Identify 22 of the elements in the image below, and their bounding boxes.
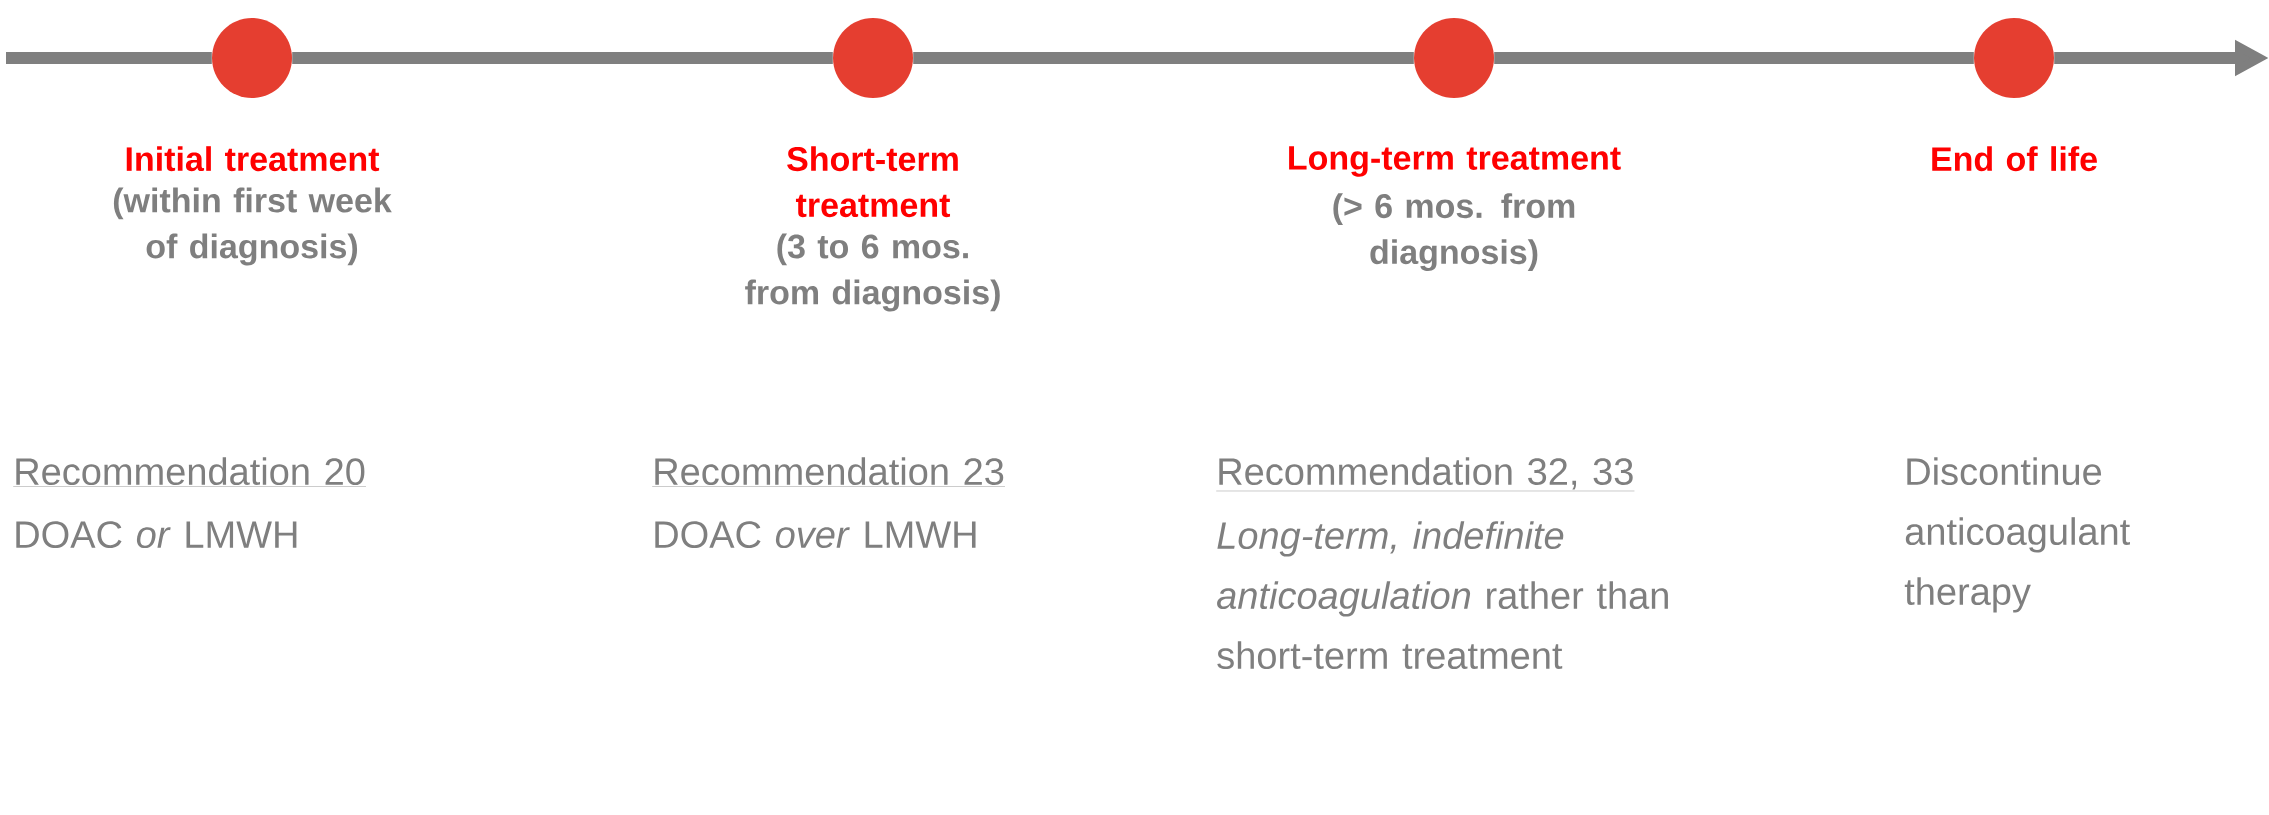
recommendation-text: Discontinue anticoagulant therapy: [1904, 457, 2130, 613]
timeline-dot: [833, 18, 913, 98]
recommendation-text: DOAC or LMWH: [16, 521, 297, 549]
timeline-dot: [1414, 18, 1494, 98]
recommendation-heading: Recommendation 32, 33: [1216, 457, 1635, 492]
stage-description: (> 6 mos. from diagnosis): [1333, 193, 1575, 272]
timeline-line: [292, 52, 833, 64]
recommendation-heading: Recommendation 20: [13, 457, 367, 487]
timeline-dot: [212, 18, 292, 98]
timeline-dot: [1974, 18, 2054, 98]
recommendation-text: DOAC over LMWH: [655, 521, 976, 549]
timeline-line: [6, 52, 212, 64]
stage-heading: End of life: [1932, 146, 2097, 172]
timeline-line: [913, 52, 1414, 64]
stage-heading: Initial treatment: [126, 146, 380, 172]
stage-heading: Long-term treatment: [1289, 146, 1621, 177]
stage-description: (within first week of diagnosis): [113, 187, 392, 266]
recommendation-heading: Recommendation 23: [652, 457, 1006, 487]
timeline-line: [1494, 52, 1974, 64]
stage-description: (3 to 6 mos. from diagnosis): [745, 233, 1000, 312]
stage-heading: Short-term treatment: [787, 146, 958, 218]
recommendation-text: Long-term, indefinite anticoagulation rather than short-term treatment: [1217, 521, 1668, 670]
